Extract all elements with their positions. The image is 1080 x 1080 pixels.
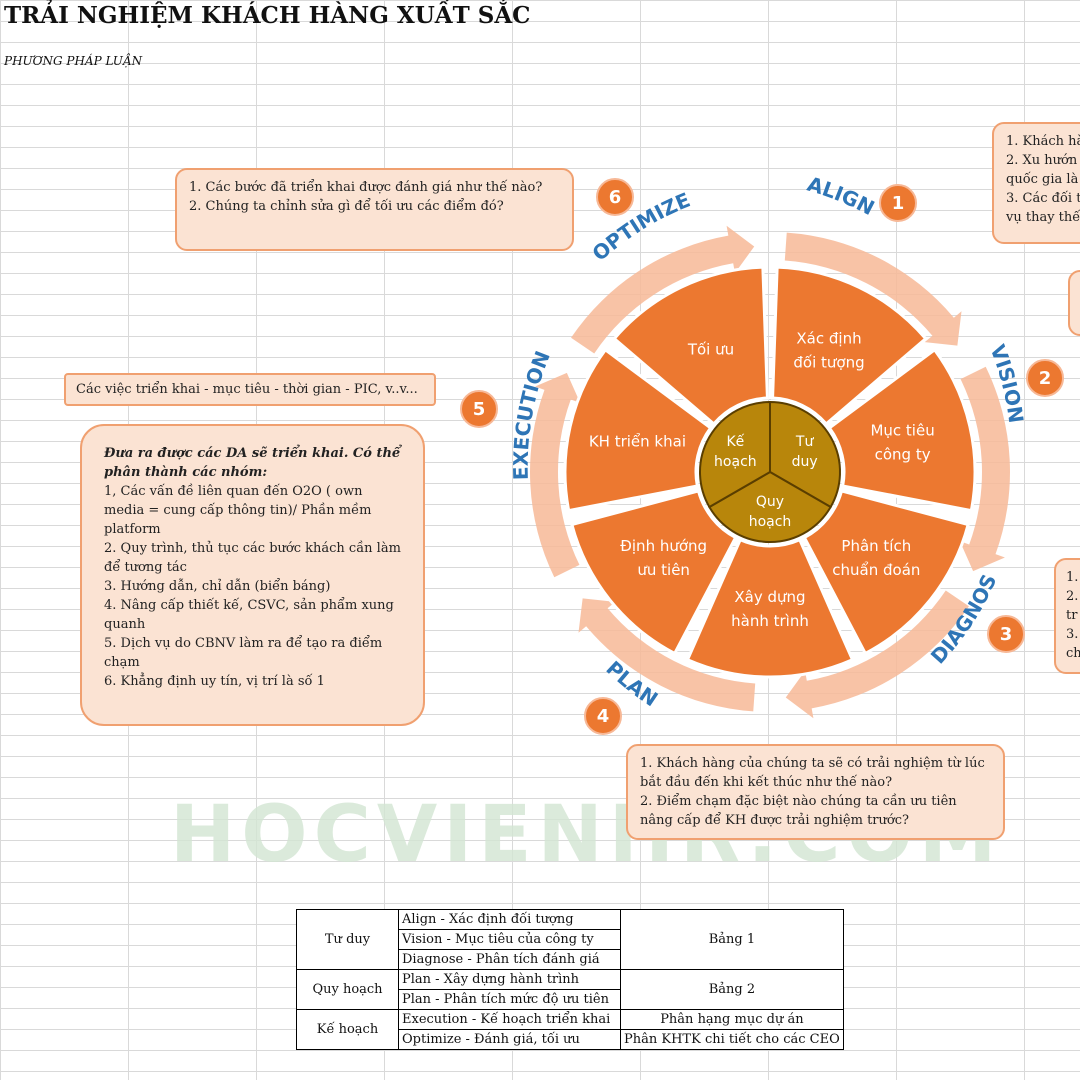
step-number-4: 4 <box>584 697 622 735</box>
callout-line: 2. Xu hướn <box>1006 153 1078 168</box>
callout-plan: 1. Khách hàng của chúng ta sẽ có trải ng… <box>626 744 1005 840</box>
center-slice <box>699 400 771 509</box>
table-ref-cell: Phân KHTK chi tiết cho các CEO <box>620 1029 844 1050</box>
callout-execution-long: Đưa ra được các DA sẽ triển khai. Có thể… <box>80 424 425 726</box>
step-number-2: 2 <box>1026 359 1064 397</box>
table-row: Tư duy Align - Xác định đối tượng Bảng 1 <box>296 909 844 970</box>
center-slice <box>769 400 841 509</box>
wheel-segment-label: Tối ưu <box>687 340 734 358</box>
callout-item: 5. Dịch vụ do CBNV làm ra để tạo ra điểm… <box>104 636 383 670</box>
wheel-segment <box>685 537 855 679</box>
callout-line: 1. Khách hà <box>1006 134 1080 149</box>
table-item-cell: Plan - Xây dựng hành trình <box>398 969 621 990</box>
outer-ring <box>530 225 1011 719</box>
callout-line: 1. Khách hàng của chúng ta sẽ có trải ng… <box>640 756 985 790</box>
wheel-segment <box>802 489 970 656</box>
step-number-5: 5 <box>460 390 498 428</box>
table-item-cell: Diagnose - Phân tích đánh giá <box>398 949 621 970</box>
table-group-cell: Tư duy <box>296 909 399 970</box>
callout-line: 2. Điểm chạm đặc biệt nào chúng ta cần ư… <box>640 794 957 828</box>
ring-arrow <box>530 372 581 578</box>
table-row: Optimize - Đánh giá, tối ưu Phân KHTK ch… <box>297 1029 844 1050</box>
page-title: TRẢI NGHIỆM KHÁCH HÀNG XUẤT SẮC <box>4 2 531 29</box>
callout-line: 2. Chúng ta chỉnh sửa gì để tối ưu các đ… <box>189 199 504 214</box>
callout-line: 3. <box>1066 627 1079 642</box>
callout-line: 1. Các bước đã triển khai được đánh giá … <box>189 180 543 195</box>
callout-line: 3. Các đối t <box>1006 191 1080 206</box>
table-item-cell: Execution - Kế hoạch triển khai <box>398 1009 621 1030</box>
callout-line: tr <box>1066 608 1078 623</box>
callout-align: 1. Khách hà 2. Xu hướn quốc gia là 3. Cá… <box>992 122 1080 244</box>
callout-optimize: 1. Các bước đã triển khai được đánh giá … <box>175 168 574 251</box>
wheel-segment-label: KH triển khai <box>589 433 686 451</box>
callout-item: 3. Hướng dẫn, chỉ dẫn (biển báng) <box>104 579 331 594</box>
wheel-segment <box>563 347 713 513</box>
callout-item: 1, Các vấn đề liên quan đến O2O ( own me… <box>104 484 372 537</box>
callout-line: vụ thay thế <box>1006 210 1080 225</box>
callout-line: Các việc triển khai - mục tiêu - thời gi… <box>76 382 418 397</box>
callout-diagnose: 1. 2. tr 3. ch <box>1054 558 1080 674</box>
table-item-cell: Vision - Mục tiêu của công ty <box>398 929 621 950</box>
ring-arrow <box>785 590 969 719</box>
ring-arrow <box>578 598 756 712</box>
callout-item: 2. Quy trình, thủ tục các bước khách cần… <box>104 541 401 575</box>
callout-line: 2. <box>1066 589 1079 604</box>
summary-table: Tư duy Align - Xác định đối tượng Bảng 1… <box>296 909 844 1050</box>
callout-line: 1. <box>1066 570 1079 585</box>
table-ref-cell: Bảng 1 <box>620 909 844 970</box>
table-ref-cell: Phân hạng mục dự án <box>620 1009 844 1030</box>
step-number-3: 3 <box>987 615 1025 653</box>
table-group-cell: Quy hoạch <box>296 969 399 1010</box>
table-row: Plan - Phân tích mức độ ưu tiên <box>297 989 844 1010</box>
callout-heading: Đưa ra được các DA sẽ triển khai. Có thể… <box>104 446 401 480</box>
table-row: Kế hoạch Execution - Kế hoạch triển khai… <box>296 1009 844 1050</box>
step-number-6: 6 <box>596 178 634 216</box>
wheel-segment <box>827 347 977 513</box>
table-row: Quy hoạch Plan - Xây dựng hành trình Bản… <box>296 969 844 1010</box>
table-group-cell: Kế hoạch <box>296 1009 399 1050</box>
table-item-cell: Align - Xác định đối tượng <box>398 909 621 930</box>
ring-arrow <box>784 232 962 346</box>
callout-item: 6. Khẳng định uy tín, vị trí là số 1 <box>104 674 325 689</box>
ring-arrow <box>571 225 755 354</box>
callout-execution-short: Các việc triển khai - mục tiêu - thời gi… <box>64 373 436 406</box>
wheel-segment <box>771 265 928 426</box>
callout-item: 4. Nâng cấp thiết kế, CSVC, sản phẩm xun… <box>104 598 394 632</box>
table-ref-cell: Bảng 2 <box>620 969 844 1010</box>
step-number-1: 1 <box>879 184 917 222</box>
wheel-segment <box>570 489 738 656</box>
wheel-segment <box>612 265 769 426</box>
phase-label-align: ALIGN <box>805 172 879 220</box>
callout-line: ch <box>1066 646 1080 661</box>
callout-line: quốc gia là <box>1006 172 1079 187</box>
page-subtitle: PHƯƠNG PHÁP LUẬN <box>4 54 143 68</box>
ring-arrow <box>959 366 1011 572</box>
table-item-cell: Plan - Phân tích mức độ ưu tiên <box>398 989 621 1010</box>
table-item-cell: Optimize - Đánh giá, tối ưu <box>398 1029 621 1050</box>
